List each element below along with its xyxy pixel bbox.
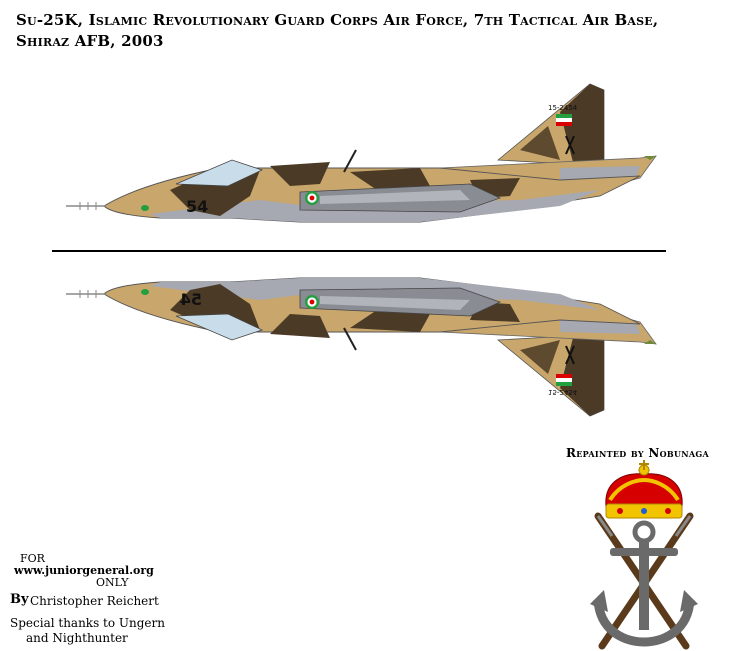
aircraft-number-mirrored: 54	[180, 290, 202, 309]
author-name: Christopher Reichert	[30, 594, 159, 608]
by-label: By	[10, 592, 29, 607]
unit-emblem	[590, 460, 698, 650]
title-line-2: Shiraz AFB, 2003	[16, 32, 164, 50]
aircraft-number: 54	[186, 197, 208, 216]
repainted-by-credit: Repainted by Nobunaga	[566, 446, 709, 460]
only-label: ONLY	[96, 576, 129, 589]
for-label: FOR	[20, 552, 45, 565]
title-line-1: Su-25K, Islamic Revolutionary Guard Corp…	[16, 11, 659, 29]
page-title: Su-25K, Islamic Revolutionary Guard Corp…	[16, 10, 716, 52]
thanks-line-1: Special thanks to Ungern	[10, 616, 165, 630]
website-link[interactable]: www.juniorgeneral.org	[14, 564, 154, 577]
aircraft-left-profile: 54 15-2454	[65, 83, 657, 223]
divider-line	[52, 250, 666, 252]
tail-serial-mirrored: 15-2454	[548, 388, 578, 396]
tail-serial: 15-2454	[548, 104, 578, 112]
thanks-line-2: and Nighthunter	[26, 631, 128, 645]
aircraft-right-labels: 54 15-2454	[180, 290, 578, 396]
